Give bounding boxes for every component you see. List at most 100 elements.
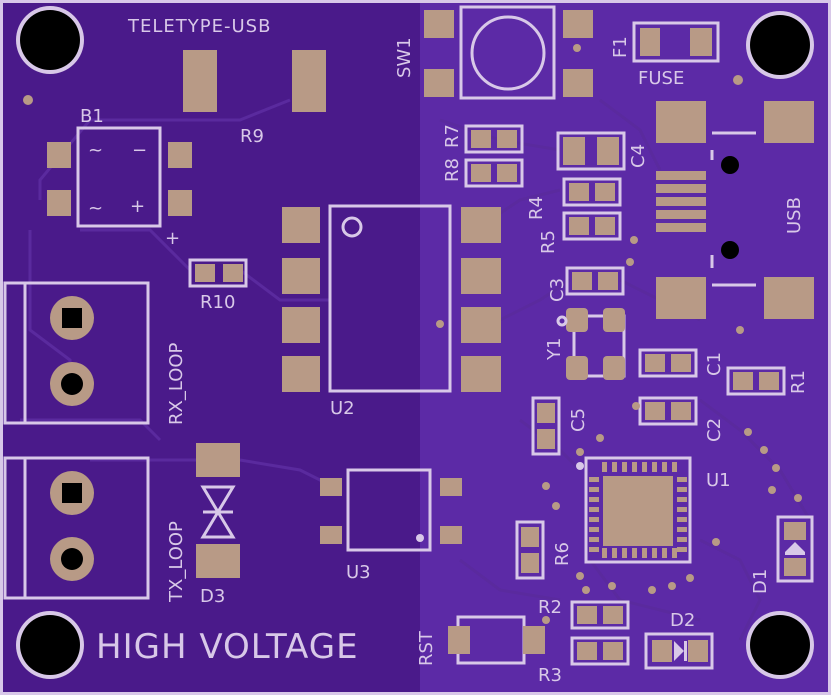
qfn-pin xyxy=(589,487,599,492)
via xyxy=(760,446,768,454)
via xyxy=(573,44,581,52)
via xyxy=(552,502,560,510)
svg-text:+: + xyxy=(130,196,145,217)
capacitor-c2: C2 xyxy=(638,396,725,442)
via xyxy=(772,464,780,472)
svg-text:R10: R10 xyxy=(200,292,235,313)
high-voltage-warning: HIGH VOLTAGE xyxy=(96,627,359,667)
svg-text:R5: R5 xyxy=(538,230,559,254)
capacitor-c3: C3 xyxy=(547,266,625,302)
capacitor-c4: C4 xyxy=(556,131,649,171)
qfn-pin xyxy=(652,548,657,558)
qfn-pin xyxy=(612,548,617,558)
via xyxy=(744,428,752,436)
switch-sw1: SW1 xyxy=(394,5,593,100)
svg-text:D2: D2 xyxy=(670,610,695,631)
resistor-r6: R6 xyxy=(515,520,573,580)
svg-text:RST: RST xyxy=(416,630,437,666)
svg-text:C1: C1 xyxy=(704,352,725,376)
svg-text:~: ~ xyxy=(88,198,103,219)
reset-button-rst: RST xyxy=(416,615,545,666)
svg-text:FUSE: FUSE xyxy=(638,68,684,89)
svg-text:B1: B1 xyxy=(80,106,104,127)
svg-text:USB: USB xyxy=(784,197,805,234)
via xyxy=(630,236,638,244)
via xyxy=(586,616,594,624)
resistor-r7: R7 xyxy=(442,124,524,154)
resistor-r5: R5 xyxy=(538,211,622,254)
resistor-r4: R4 xyxy=(526,177,622,220)
qfn-pin xyxy=(642,548,647,558)
svg-text:C4: C4 xyxy=(628,144,649,168)
led-d2: D2 xyxy=(644,610,714,670)
via xyxy=(582,586,590,594)
svg-text:−: − xyxy=(132,140,147,161)
capacitor-c1: C1 xyxy=(638,348,725,378)
qfn-pin xyxy=(612,462,617,472)
via xyxy=(436,320,444,328)
svg-text:R7: R7 xyxy=(442,124,463,148)
svg-text:U1: U1 xyxy=(706,470,731,491)
qfn-pin xyxy=(589,477,599,482)
via xyxy=(648,586,656,594)
svg-text:D3: D3 xyxy=(200,586,225,607)
svg-text:R9: R9 xyxy=(240,126,264,147)
via xyxy=(576,448,584,456)
via xyxy=(542,616,550,624)
qfn-pin xyxy=(677,527,687,532)
qfn-pin xyxy=(602,548,607,558)
resistor-r10: R10 xyxy=(188,258,248,313)
svg-text:R4: R4 xyxy=(526,196,547,220)
board-title: TELETYPE-USB xyxy=(127,16,271,37)
svg-text:Y1: Y1 xyxy=(544,338,565,361)
qfn-pin xyxy=(602,462,607,472)
via xyxy=(632,402,640,410)
via xyxy=(736,326,744,334)
svg-text:R1: R1 xyxy=(788,370,809,394)
via xyxy=(573,84,581,92)
fiducial-2 xyxy=(733,75,743,85)
usb-connector: USB xyxy=(656,101,814,319)
svg-text:R2: R2 xyxy=(538,597,562,618)
ic-u3: U3 xyxy=(320,468,462,583)
qfn-pin xyxy=(652,462,657,472)
vias xyxy=(436,44,802,624)
fuse-f1: F1 FUSE xyxy=(610,21,720,89)
mounting-hole-tr xyxy=(746,11,814,79)
via xyxy=(542,482,550,490)
qfn-pin xyxy=(589,517,599,522)
qfn-pin xyxy=(677,507,687,512)
qfn-pin xyxy=(672,548,677,558)
svg-text:R3: R3 xyxy=(538,665,562,686)
qfn-pin xyxy=(632,462,637,472)
via xyxy=(576,572,584,580)
resistor-r9: R9 xyxy=(183,50,326,147)
via xyxy=(626,258,634,266)
svg-text:+: + xyxy=(165,228,180,249)
via xyxy=(712,538,720,546)
resistor-r8: R8 xyxy=(442,158,524,188)
resistor-r3: R3 xyxy=(538,636,630,686)
svg-text:U3: U3 xyxy=(346,562,371,583)
qfn-pin xyxy=(662,462,667,472)
svg-text:C2: C2 xyxy=(704,418,725,442)
svg-text:U2: U2 xyxy=(330,398,355,419)
svg-text:~: ~ xyxy=(88,140,103,161)
via xyxy=(596,434,604,442)
resistor-r1: R1 xyxy=(726,366,809,396)
qfn-pin xyxy=(677,487,687,492)
svg-text:R6: R6 xyxy=(552,542,573,566)
via xyxy=(768,486,776,494)
via xyxy=(608,582,616,590)
svg-text:C3: C3 xyxy=(547,278,568,302)
qfn-pin xyxy=(622,462,627,472)
connector-tx-loop: TX_LOOP xyxy=(3,456,187,603)
qfn-pin xyxy=(677,537,687,542)
bridge-rectifier-b1: B1 ~ ~ − + + xyxy=(47,106,192,249)
svg-text:RX_LOOP: RX_LOOP xyxy=(166,342,187,425)
qfn-pin xyxy=(632,548,637,558)
qfn-pin xyxy=(589,497,599,502)
qfn-pin xyxy=(589,527,599,532)
